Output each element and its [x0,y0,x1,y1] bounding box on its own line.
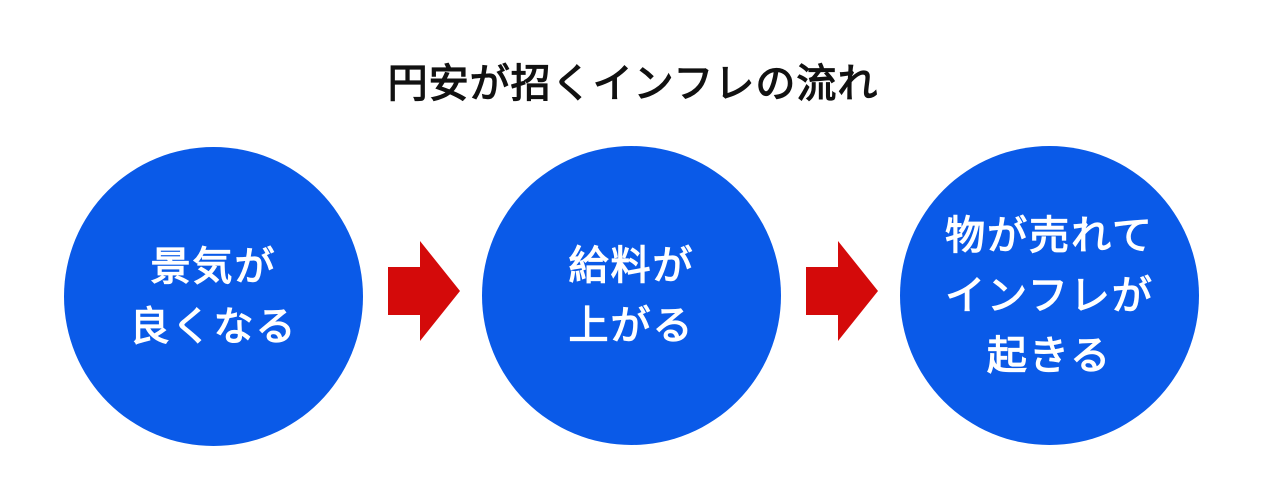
step-1-label: 景気が 良くなる [130,237,298,357]
step-2-line-1: 給料が [568,242,695,289]
flow-step-2: 給料が 上がる [482,146,781,445]
step-3-line-2: インフレが [945,272,1154,319]
page-title: 円安が招くインフレの流れ [387,61,879,107]
step-2-label: 給料が 上がる [569,236,695,356]
right-arrow-icon [388,241,460,341]
step-1-line-1: 景気が [150,243,277,290]
right-arrow-icon [806,241,878,341]
step-3-line-1: 物が売れて [945,212,1154,259]
step-2-line-2: 上がる [568,302,695,349]
step-3-line-3: 起きる [986,332,1113,379]
step-1-line-2: 良くなる [129,303,298,350]
flow-step-3: 物が売れて インフレが 起きる [900,146,1199,445]
step-3-label: 物が売れて インフレが 起きる [945,206,1154,386]
flow-step-1: 景気が 良くなる [64,147,363,446]
